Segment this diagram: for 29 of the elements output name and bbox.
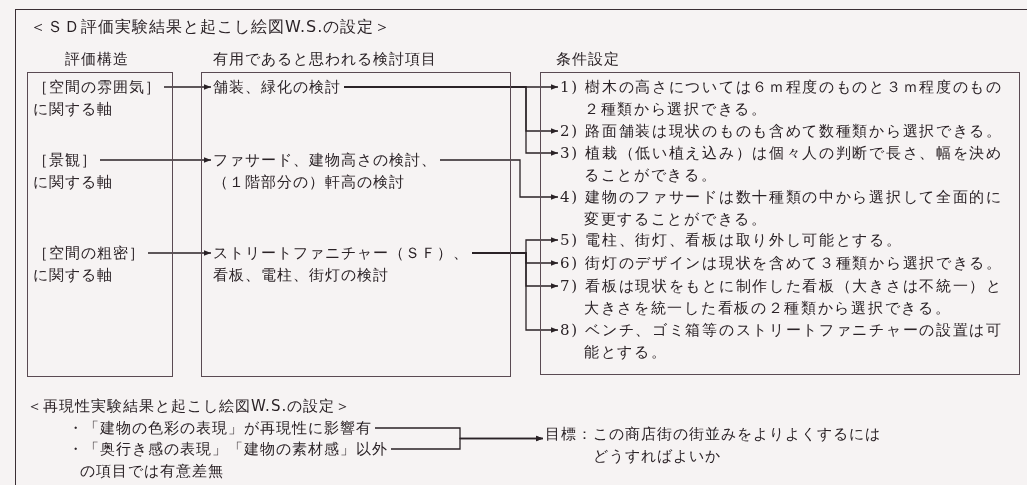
arrow <box>343 86 559 156</box>
axis-label: ［景観］に関する軸 <box>33 150 114 193</box>
axis-label: ［空間の雰囲気］に関する軸 <box>33 77 162 120</box>
arrow <box>163 84 212 90</box>
result-note: ・「建物の色彩の表現」が再現性に影響有 <box>68 418 373 439</box>
condition-item: 6) 街灯のデザインは現状を含めて３種類から選択できる。 <box>560 253 1004 274</box>
condition-item: 1) 樹木の高さについては６ｍ程度のものと３ｍ程度のもの２種類から選択できる。 <box>560 77 1004 120</box>
arrow <box>147 250 212 256</box>
column-heading: 評価構造 <box>65 49 129 70</box>
condition-item: 2) 路面舗装は現状のものも含めて数種類から選択できる。 <box>560 121 1004 142</box>
column-heading: 条件設定 <box>556 49 620 70</box>
goal-text: 目標：この商店街の街並みをよりよくするにはどうすればよいか <box>545 424 882 467</box>
study-item: ストリートファニチャー（ＳＦ）、看板、電柱、街灯の検討 <box>213 243 470 286</box>
condition-item: 4) 建物のファサードは数十種類の中から選択して全面的に変更することができる。 <box>560 187 1004 230</box>
axis-label: ［空間の粗密］に関する軸 <box>33 243 146 286</box>
arrow <box>439 159 559 200</box>
condition-item: 7) 看板は現状をもとに制作した看板（大きさは不統一）と大きさを統一した看板の２種類から選択できる。 <box>560 276 1004 319</box>
section-heading: ＜再現性実験結果と起こし絵図W.S.の設定＞ <box>27 397 352 416</box>
arrow <box>390 435 544 450</box>
condition-item: 5) 電柱、街灯、看板は取り外し可能とする。 <box>560 230 904 251</box>
condition-item: 8) ベンチ、ゴミ箱等のストリートファニチャーの設置は可能とする。 <box>560 320 1004 363</box>
condition-item: 3) 植栽（低い植え込み）は個々人の判断で長さ、幅を決めることができる。 <box>560 143 1004 186</box>
study-item: ファサード、建物高さの検討、（１階部分の）軒高の検討 <box>213 150 438 193</box>
title: ＜ＳＤ評価実験結果と起こし絵図W.S.の設定＞ <box>30 17 392 38</box>
arrow <box>471 252 559 333</box>
column-heading: 有用であると思われる検討項目 <box>213 49 437 70</box>
arrow <box>99 157 212 163</box>
result-note: ・「奥行き感の表現」「建物の素材感」以外の項目では有意差無 <box>68 439 389 482</box>
study-item: 舗装、緑化の検討 <box>213 77 341 98</box>
